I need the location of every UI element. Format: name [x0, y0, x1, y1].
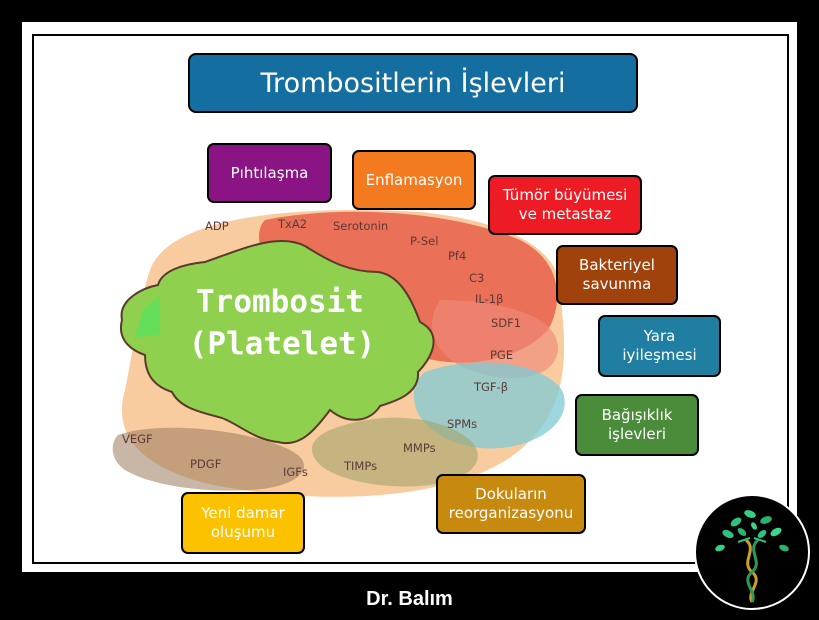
title-banner: Trombositlerin İşlevleri — [188, 53, 638, 113]
bacterial-label-line1: Bakteriyel — [579, 256, 655, 274]
platelet-shape — [120, 239, 435, 445]
molecule-label: PGE — [490, 348, 513, 362]
platelet-label-line1: Trombosit — [196, 284, 364, 320]
brown-blob — [112, 427, 305, 491]
molecule-label: Pf4 — [448, 249, 466, 263]
molecule-label: TIMPs — [343, 459, 377, 473]
tumor-label-line2: ve metastaz — [518, 205, 612, 223]
molecule-label: MMPs — [403, 441, 436, 455]
tumor-label-line1: Tümör büyümesi — [502, 186, 628, 204]
function-box-immune: Bağışıklık işlevleri — [575, 394, 699, 456]
molecule-label: SPMs — [447, 417, 477, 431]
inflammation-label: Enflamasyon — [365, 170, 463, 189]
tissue-label-line2: reorganizasyonu — [448, 504, 574, 522]
salmon-blob — [431, 300, 559, 379]
function-box-clotting: Pıhtılaşma — [207, 143, 332, 203]
title-text: Trombositlerin İşlevleri — [260, 67, 566, 99]
dna-helix-icon — [737, 537, 767, 603]
vessel-label-line1: Yeni damar — [201, 504, 285, 522]
author-footer: Dr. Balım — [366, 588, 453, 610]
molecule-label: PDGF — [190, 457, 221, 471]
platelet-tip — [135, 295, 160, 337]
immune-label-line1: Bağışıklık — [601, 406, 673, 424]
molecule-label: IGFs — [283, 465, 308, 479]
wound-label-line2: iyileşmesi — [622, 346, 697, 364]
molecule-label: ADP — [205, 219, 229, 233]
molecule-label: VEGF — [122, 432, 153, 446]
leaf-cluster-icon — [715, 510, 789, 552]
vessel-label-line2: oluşumu — [210, 523, 276, 541]
molecule-label: IL-1β — [475, 292, 503, 306]
function-box-tumor: Tümör büyümesi ve metastaz — [488, 175, 642, 235]
molecule-label: SDF1 — [491, 316, 521, 330]
wound-label-line1: Yara — [643, 327, 676, 345]
clotting-label: Pıhtılaşma — [230, 163, 309, 182]
molecule-label: TGF-β — [473, 380, 508, 394]
molecule-label: TxA2 — [277, 217, 307, 231]
platelet-label-line2: (Platelet) — [189, 326, 376, 362]
tree-dna-logo — [694, 494, 810, 610]
function-box-inflammation: Enflamasyon — [352, 150, 476, 210]
bacterial-label-line2: savunma — [582, 275, 652, 293]
function-box-tissue: Dokuların reorganizasyonu — [436, 474, 586, 534]
molecule-label: P-Sel — [410, 234, 438, 248]
olive-blob — [311, 417, 478, 487]
function-box-wound: Yara iyileşmesi — [598, 315, 721, 377]
molecule-label: C3 — [469, 271, 484, 285]
tissue-label-line1: Dokuların — [475, 485, 547, 503]
molecule-label: Serotonin — [333, 219, 388, 233]
immune-label-line2: işlevleri — [608, 425, 666, 443]
cyan-blob — [413, 362, 565, 449]
function-box-bacterial: Bakteriyel savunma — [556, 245, 678, 305]
function-box-vessel: Yeni damar oluşumu — [181, 492, 305, 554]
